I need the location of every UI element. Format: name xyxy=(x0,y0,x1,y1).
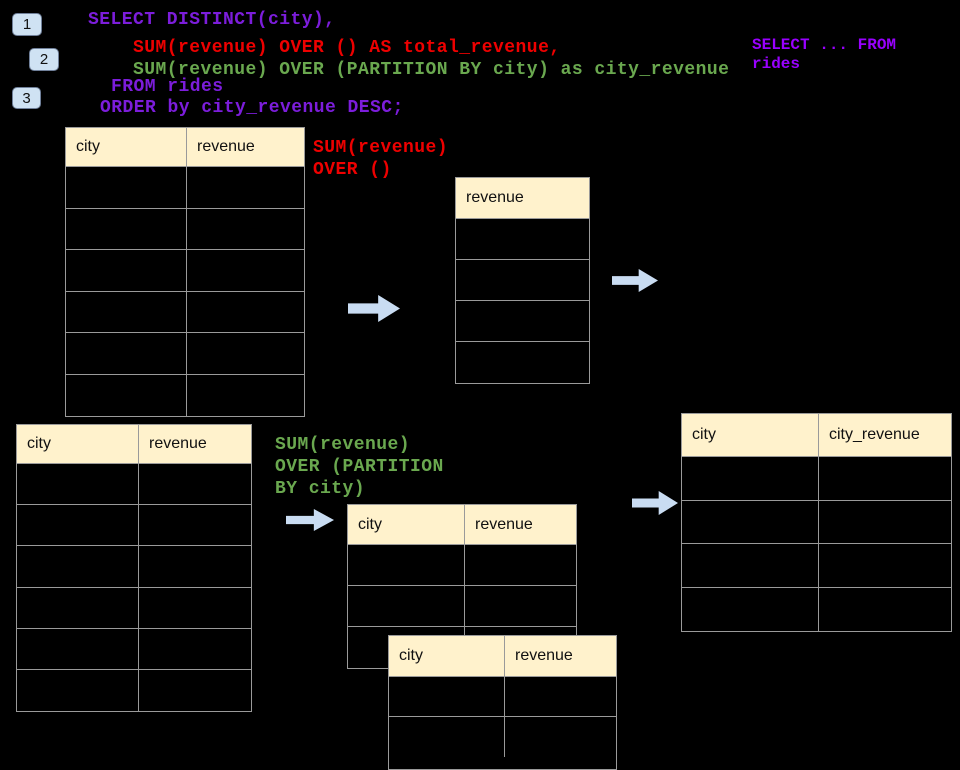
empty-cell xyxy=(66,209,186,250)
slide-canvas: { "slide": { "badges": [ 0, {"label": "1… xyxy=(12,10,952,770)
empty-cell xyxy=(464,586,576,627)
empty-cell xyxy=(464,545,576,586)
column-header-city: city xyxy=(692,426,716,443)
annotation-partition-window-line-3: BY city) xyxy=(275,479,366,499)
empty-cell xyxy=(186,208,304,250)
column-header-city: city xyxy=(399,647,423,664)
empty-cell xyxy=(17,546,138,588)
column-header-revenue: revenue xyxy=(186,128,304,166)
annotation-partition-window-line-2: OVER (PARTITION xyxy=(275,457,444,477)
table-body xyxy=(17,464,251,712)
empty-cell xyxy=(138,669,251,712)
table-total-revenue-result: revenue xyxy=(455,177,590,384)
empty-cell xyxy=(818,457,951,501)
empty-cell xyxy=(138,587,251,629)
empty-cell xyxy=(456,342,589,383)
empty-cell xyxy=(348,586,464,627)
side-sql-line-2: rides xyxy=(752,55,801,73)
sql-line-order: ORDER by city_revenue DESC; xyxy=(100,98,404,118)
column-header-revenue: revenue xyxy=(466,189,524,206)
column-header-city: city xyxy=(76,138,100,155)
table-partition-front: city revenue xyxy=(388,635,617,770)
arrow-right-icon xyxy=(612,269,658,292)
arrow-right-icon xyxy=(286,509,334,531)
empty-cell xyxy=(186,374,304,416)
empty-cell xyxy=(818,587,951,631)
table-source-bottom: city revenue xyxy=(16,424,252,712)
table-body xyxy=(456,219,589,383)
empty-cell xyxy=(348,545,464,586)
table-body xyxy=(389,677,616,757)
empty-cell xyxy=(66,375,186,417)
empty-cell xyxy=(66,292,186,333)
column-header-city: city xyxy=(358,515,382,533)
annotation-partition-window-line-1: SUM(revenue) xyxy=(275,435,411,455)
empty-cell xyxy=(389,677,504,717)
empty-cell xyxy=(186,167,304,209)
sql-line-sum-total: SUM(revenue) OVER () AS total_revenue, xyxy=(133,38,561,58)
step-badge-3: 3 xyxy=(12,87,41,109)
empty-cell xyxy=(17,505,138,547)
sql-line-from: FROM rides xyxy=(111,77,224,97)
empty-cell xyxy=(66,250,186,292)
empty-cell xyxy=(186,333,304,375)
empty-cell xyxy=(186,291,304,333)
empty-cell xyxy=(456,301,589,342)
empty-cell xyxy=(389,717,504,757)
empty-cell xyxy=(818,500,951,544)
arrow-right-icon xyxy=(632,491,678,515)
column-header-revenue: revenue xyxy=(138,425,251,463)
annotation-total-window-line-2: OVER () xyxy=(313,160,392,180)
table-body xyxy=(66,167,304,416)
empty-cell xyxy=(682,544,818,588)
empty-cell xyxy=(682,457,818,501)
empty-cell xyxy=(682,501,818,544)
empty-cell xyxy=(456,219,589,260)
table-city-revenue-result: city city_revenue xyxy=(681,413,952,632)
sql-line-sum-partition: SUM(revenue) OVER (PARTITION BY city) as… xyxy=(133,60,730,80)
empty-cell xyxy=(682,588,818,632)
step-badge-1: 1 xyxy=(12,13,42,36)
empty-cell xyxy=(138,464,251,506)
empty-cell xyxy=(186,250,304,292)
arrow-right-icon xyxy=(348,295,400,322)
empty-cell xyxy=(504,677,616,717)
empty-cell xyxy=(66,167,186,209)
column-header-city: city xyxy=(27,435,51,452)
sql-line-select: SELECT DISTINCT(city), xyxy=(88,10,336,30)
empty-cell xyxy=(17,670,138,711)
side-sql-line-1: SELECT ... FROM xyxy=(752,36,897,54)
empty-cell xyxy=(138,546,251,588)
empty-cell xyxy=(17,588,138,629)
column-header-revenue: revenue xyxy=(464,505,576,544)
empty-cell xyxy=(504,717,616,757)
empty-cell xyxy=(138,628,251,670)
step-badge-2: 2 xyxy=(29,48,59,71)
empty-cell xyxy=(456,260,589,301)
column-header-revenue: revenue xyxy=(504,636,616,676)
column-header-city-revenue: city_revenue xyxy=(818,414,951,456)
empty-cell xyxy=(138,505,251,547)
empty-cell xyxy=(17,629,138,670)
table-source-top: city revenue xyxy=(65,127,305,417)
table-body xyxy=(682,457,951,631)
empty-cell xyxy=(818,544,951,588)
annotation-total-window-line-1: SUM(revenue) xyxy=(313,138,449,158)
empty-cell xyxy=(17,464,138,506)
empty-cell xyxy=(66,333,186,375)
